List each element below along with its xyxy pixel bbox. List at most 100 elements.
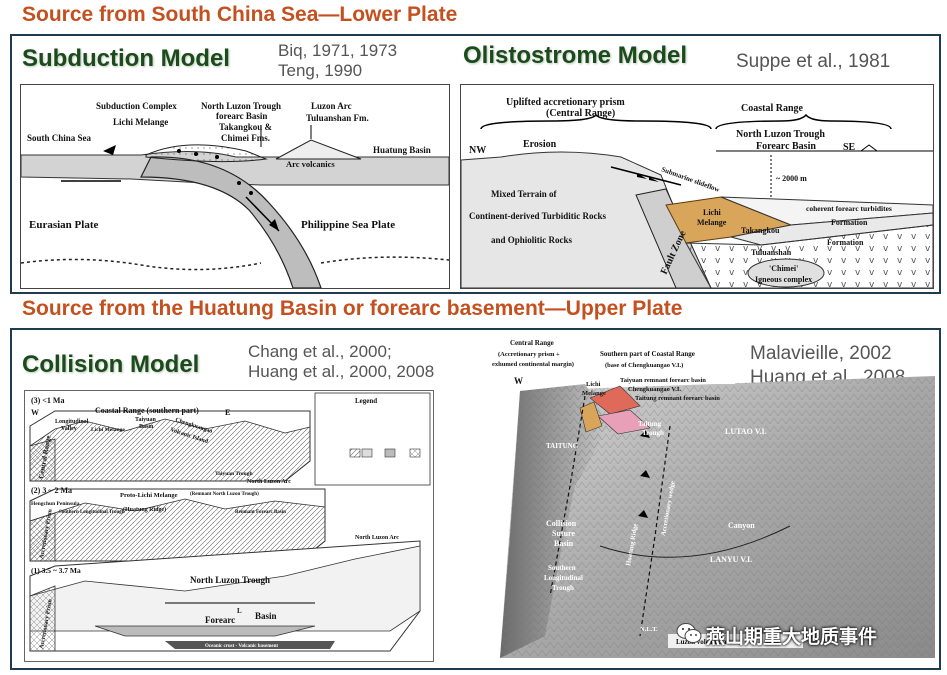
label-igneous-complex: Igneous complex: [755, 275, 812, 284]
label-lichi-melange: Lichi Melange: [113, 117, 168, 127]
label-coastal-range: Coastal Range: [741, 103, 804, 114]
label-remnant-nlt: (Remnant North Luzon Trough): [190, 492, 259, 497]
label-valley: Valley: [61, 426, 77, 432]
slideflow-arrow-head: [637, 173, 647, 179]
label-lutao: LUTAO V.I.: [725, 427, 767, 436]
mixed-terrain-block: [460, 151, 707, 289]
label-canyon: Canyon: [728, 521, 755, 530]
melange-block: [177, 149, 181, 153]
label-south-china-sea: South China Sea: [27, 133, 92, 143]
trench-arrow-head: [103, 145, 116, 155]
label-north-luzon-trough: North Luzon Trough: [190, 575, 270, 585]
coastal-range-brace: [715, 113, 892, 130]
label-legend: Legend: [355, 397, 377, 405]
asthenosphere-boundary-right: [320, 256, 450, 264]
label-melange: Melange: [697, 218, 727, 227]
label-luzon-arc: Luzon volcanic arc: [676, 638, 733, 646]
label-taitung: TAITUNG: [546, 442, 579, 450]
label-north-luzon-arc: North Luzon Arc: [247, 479, 291, 485]
label-depth: ~ 2000 m: [776, 174, 807, 183]
label-eurasian-plate: Eurasian Plate: [29, 219, 98, 231]
central-range-brace: [480, 113, 712, 130]
label-chimei: 'Chimei': [769, 264, 798, 273]
label-southern-lt: Southern Longitudinal Trough: [59, 510, 125, 515]
relief-map-svg: Central Range (Accretionary prism + exhu…: [490, 336, 935, 658]
label-lanyu: LANYU V.I.: [710, 555, 752, 564]
label-melange: Melange: [582, 390, 606, 397]
block-3-central-range-face: [29, 438, 56, 482]
asthenosphere-boundary-left: [20, 258, 262, 271]
sea-floor-relief: [500, 376, 935, 658]
central-range-relief: [500, 384, 610, 658]
label-chimei: Chimei Fms.: [221, 133, 270, 143]
label-arc-volcanics: Arc volcanics: [286, 159, 335, 169]
collision-citation-line-2: Huang et al., 2000, 2008: [248, 362, 435, 381]
collision-citation: Chang et al., 2000; Huang et al., 2000, …: [248, 342, 434, 382]
wechat-icon: [676, 622, 702, 644]
label-w: W: [514, 376, 523, 386]
label-lichi: Lichi: [586, 381, 601, 388]
olistostrome-diagram: v Uplifted accretionary prism (Central R…: [460, 84, 934, 289]
slideflow-arrow-head: [649, 177, 659, 182]
longitudinal-valley-fault: [549, 395, 586, 597]
subduction-citation: Biq, 1971, 1973 Teng, 1990: [278, 41, 397, 81]
label-north-luzon-trough: North Luzon Trough: [201, 101, 281, 111]
label-takangkou: Takangkou: [741, 226, 780, 235]
label-formation-2: Formation: [827, 238, 864, 247]
label-coastal-range-south: Coastal Range (southern part): [95, 406, 199, 415]
label-remnant-forearc: Remnant Forearc Basin: [235, 510, 286, 515]
label-stage-1: (1) 3.5 ~ 3.7 Ma: [31, 566, 81, 575]
label-forearc-basin: Forearc Basin: [756, 141, 816, 152]
olistostrome-citation-line-1: Suppe et al., 1981: [736, 51, 891, 72]
label-lichi-melange: Lichi Melange: [91, 427, 125, 433]
label-submarine-slideflow: Submarine slideflow: [660, 165, 721, 194]
label-southern: Southern: [548, 564, 576, 572]
thrust-marker: [640, 470, 650, 478]
label-huatung-basin: Huatung Basin: [373, 145, 431, 155]
taiyuan-remnant-basin: [589, 385, 641, 415]
collision-model-title: Collision Model: [22, 351, 200, 378]
label-basin-2: Basin: [255, 611, 277, 621]
label-north-luzon-trough: North Luzon Trough: [736, 129, 825, 140]
label-l: L: [237, 607, 242, 615]
label-taiyuan: Taiyuan: [135, 417, 156, 423]
legend-swatch: [384, 448, 396, 458]
label-suture: Suture: [552, 529, 575, 538]
label-base-chengkuangao: (base of Chengkuangao V.I.): [605, 362, 683, 369]
map-citation-line-1: Malavieille, 2002: [750, 343, 892, 364]
label-exhumed: exhumed continental margin): [492, 361, 574, 368]
subduction-model-title: Subduction Model: [22, 45, 230, 72]
label-accretionary: (Accretionary prism +: [498, 351, 560, 358]
label-takangkou: Takangkou &: [219, 122, 272, 132]
label-uplifted-prism: Uplifted accretionary prism: [506, 97, 625, 108]
label-huatung-ridge: (Huatung Ridge): [123, 506, 166, 513]
label-trough-2: Trough: [552, 584, 574, 592]
label-trough: Trough: [642, 429, 664, 437]
label-forearc-basin: forearc Basin: [216, 111, 267, 121]
thrust-marker: [640, 430, 650, 438]
melange-block: [215, 155, 219, 159]
legend-box: [314, 392, 431, 486]
label-mixed-terrain-3: and Ophiolitic Rocks: [491, 235, 573, 245]
legend-swatch: [361, 448, 373, 458]
block-1-prism-face: [29, 585, 56, 652]
label-taitung-trough: Taitung: [638, 420, 662, 428]
label-coherent-turbidites: coherent forearc turbidites: [806, 204, 892, 213]
label-taiyuan-remnant: Taiyuan remnant forearc basin: [620, 377, 706, 384]
label-hengchun: Hengchun Peninsula: [31, 501, 80, 507]
olistostrome-citation: Suppe et al., 1981: [736, 52, 890, 72]
top-section-title: Source from South China Sea—Lower Plate: [22, 3, 458, 26]
melange-block: [194, 152, 198, 156]
label-forearc: Forearc: [205, 615, 235, 625]
collision-svg: (3) <1 Ma Coastal Range (southern part) …: [29, 392, 431, 652]
label-luzon-arc: Luzon Arc: [311, 101, 352, 111]
subduction-svg: Subduction Complex Lichi Melange North L…: [20, 101, 450, 289]
label-proto-lichi: Proto-Lichi Melange: [120, 492, 178, 499]
olistostrome-model-title: Olistostrome Model: [463, 42, 688, 69]
slideflow-arrow: [610, 166, 682, 186]
label-e: E: [225, 408, 230, 417]
huatung-ridge-fault: [639, 425, 671, 637]
arc-volcanics-shape: [275, 139, 362, 160]
label-se: SE: [843, 142, 856, 153]
relief-map: Central Range (Accretionary prism + exhu…: [490, 336, 935, 666]
